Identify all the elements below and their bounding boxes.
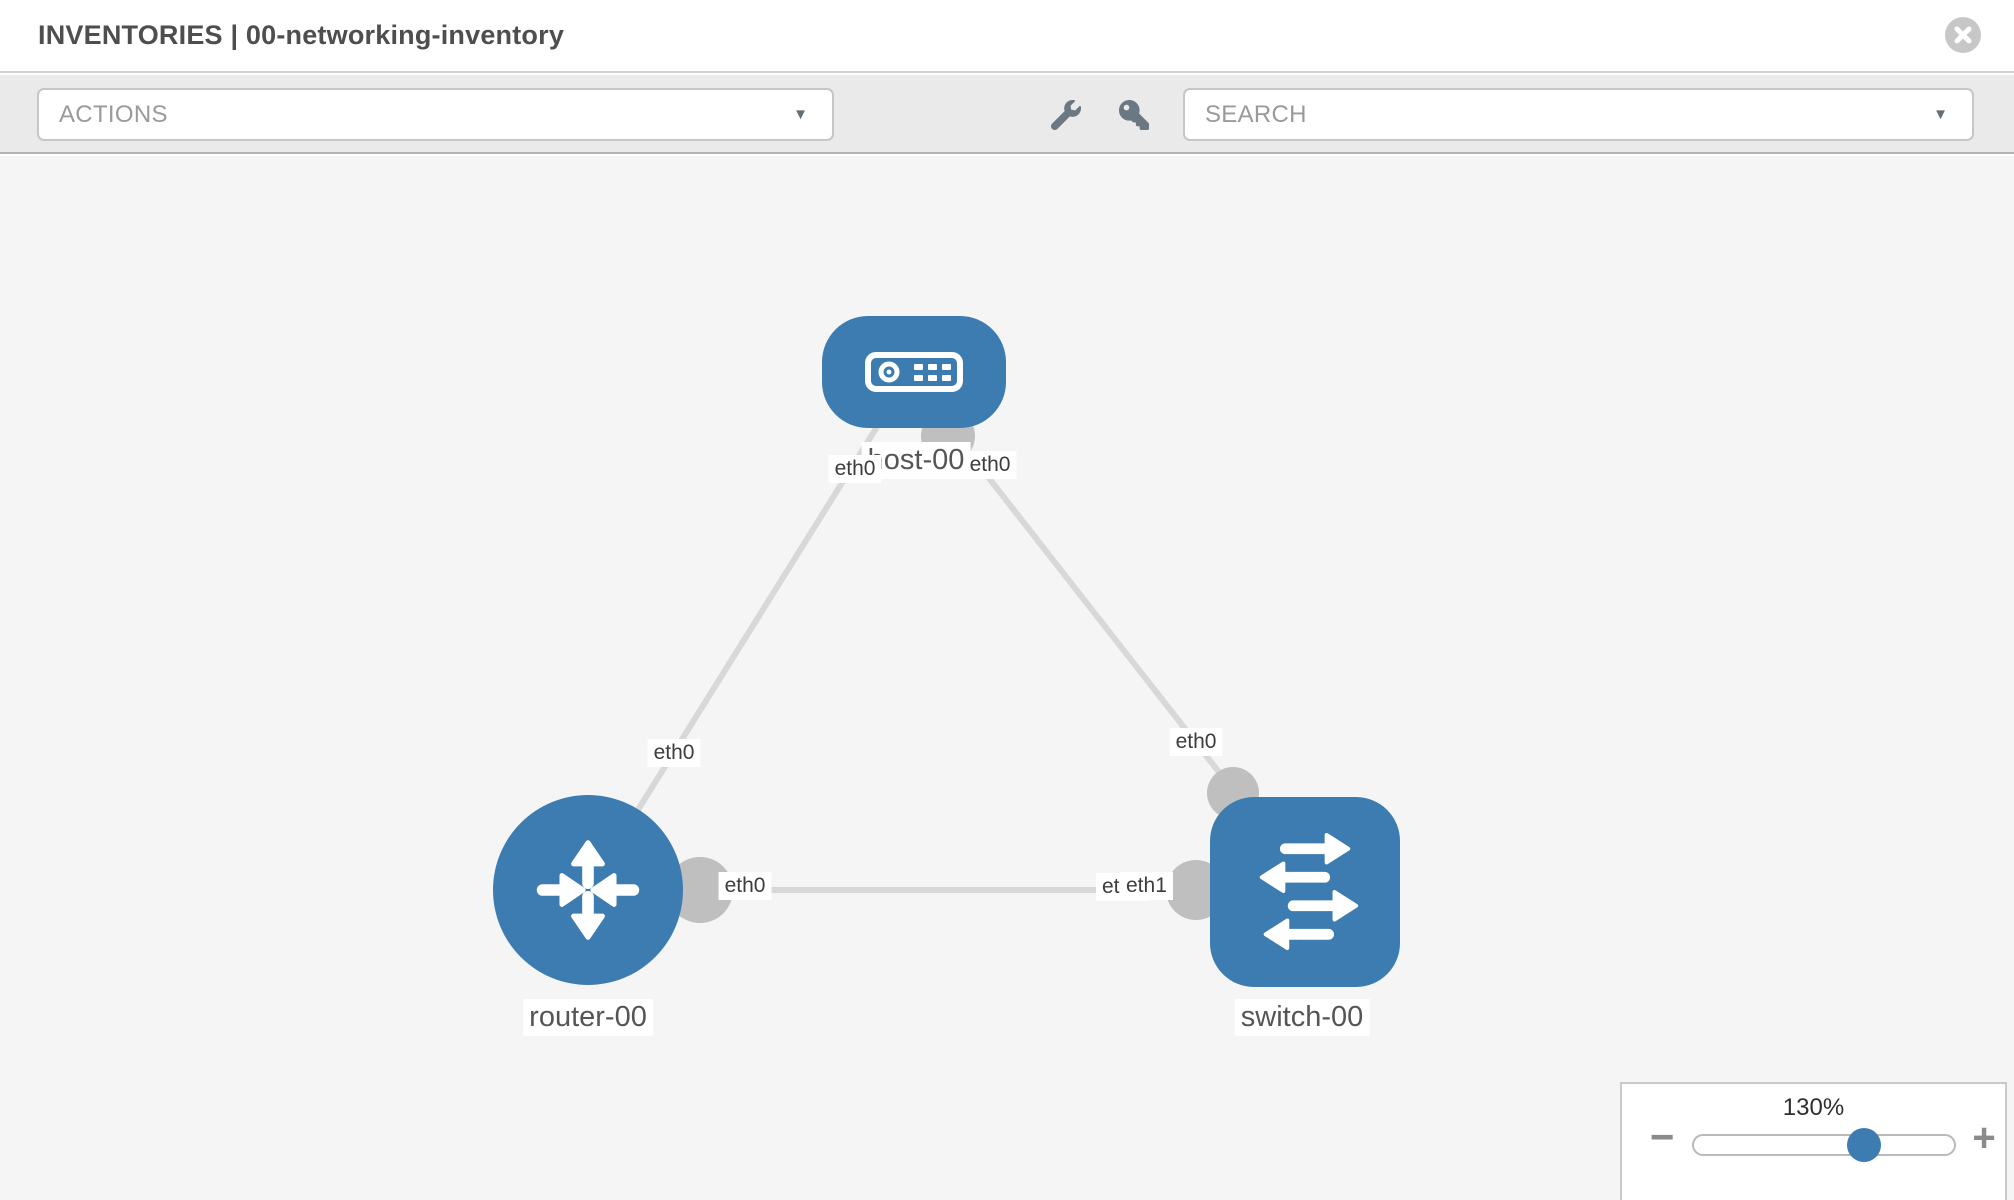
host-icon [865, 352, 963, 392]
topology-canvas[interactable]: host-00 router-00 switch-00 eth0 eth0 et… [0, 156, 2014, 1200]
node-label-switch: switch-00 [1234, 999, 1370, 1037]
search-dropdown[interactable]: SEARCH ▼ [1183, 88, 1974, 141]
switch-icon [1259, 833, 1359, 951]
interface-label-host-left: eth0 [828, 455, 882, 484]
close-icon [1954, 26, 1972, 44]
key-icon [1119, 100, 1149, 130]
router-icon [536, 840, 640, 940]
close-button[interactable] [1945, 17, 1981, 53]
search-dropdown-label: SEARCH [1205, 100, 1307, 128]
interface-label-router-top: eth0 [647, 739, 701, 768]
node-switch-00[interactable] [1210, 797, 1400, 987]
node-host-00[interactable] [822, 316, 1006, 428]
zoom-in-button[interactable]: + [1972, 1116, 1996, 1160]
topology-links-layer [585, 409, 1304, 923]
actions-dropdown[interactable]: ACTIONS ▼ [37, 88, 834, 141]
interface-label-router-right: eth0 [718, 872, 772, 901]
wrench-icon [1051, 100, 1081, 130]
zoom-slider-track[interactable] [1692, 1134, 1956, 1156]
header: INVENTORIES | 00-networking-inventory [0, 0, 2014, 73]
toolbar: ACTIONS ▼ SEARCH ▼ [0, 75, 2014, 154]
interface-label-switch-top: eth0 [1169, 728, 1223, 757]
zoom-out-button[interactable]: − [1649, 1113, 1675, 1160]
node-label-router: router-00 [523, 999, 653, 1037]
zoom-slider-thumb[interactable] [1847, 1128, 1881, 1162]
interface-label-host-right: eth0 [963, 451, 1017, 480]
port-router-right [667, 857, 733, 923]
page-title: INVENTORIES | 00-networking-inventory [38, 20, 565, 50]
credentials-button[interactable] [1116, 97, 1152, 133]
chevron-down-icon: ▼ [793, 106, 808, 123]
chevron-down-icon: ▼ [1933, 106, 1948, 123]
zoom-level-value: 130% [1782, 1094, 1845, 1121]
actions-dropdown-label: ACTIONS [59, 100, 168, 128]
interface-label-switch-left-front: eth1 [1120, 872, 1173, 901]
node-router-00[interactable] [493, 795, 683, 985]
zoom-control-panel: 130% − + [1620, 1082, 2007, 1200]
tools-button[interactable] [1048, 97, 1084, 133]
